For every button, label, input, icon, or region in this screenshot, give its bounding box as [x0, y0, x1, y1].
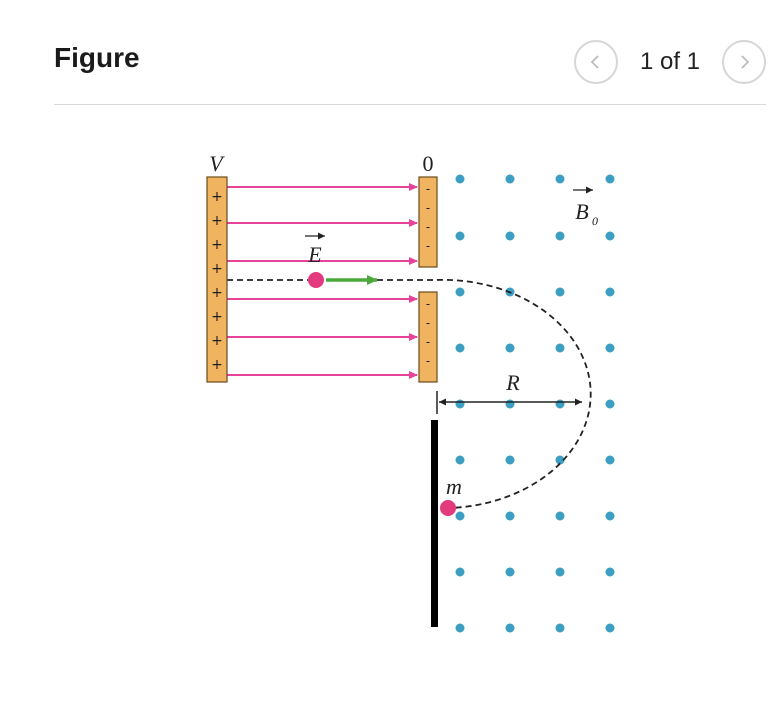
page-title: Figure [54, 42, 140, 73]
plus-sign: + [211, 309, 223, 325]
minus-sign: - [426, 201, 430, 215]
zero-label: 0 [423, 151, 434, 176]
electric-field-arrows [227, 183, 418, 379]
page-count: 1 of 1 [639, 48, 700, 75]
minus-sign: - [426, 220, 430, 234]
negative-signs: - - - - - - - - [426, 182, 430, 368]
plus-sign: + [211, 357, 223, 373]
plus-sign: + [211, 213, 223, 229]
plus-sign: + [211, 237, 223, 253]
plus-sign: + [211, 285, 223, 301]
plus-sign: + [211, 189, 223, 205]
minus-sign: - [426, 354, 430, 368]
particle-trajectory [227, 278, 592, 509]
next-button[interactable] [722, 40, 766, 84]
minus-sign: - [426, 297, 430, 311]
e-field-label: E [305, 232, 325, 267]
landing-particle [440, 500, 456, 516]
minus-sign: - [426, 335, 430, 349]
chevron-right-icon [741, 55, 750, 69]
pager: 1 of 1 [573, 40, 766, 84]
minus-sign: - [426, 316, 430, 330]
radius-label: R [505, 370, 520, 395]
plus-sign: + [211, 261, 223, 277]
e-label: E [307, 242, 322, 267]
b-label: B [575, 199, 588, 224]
b-subscript: 0 [592, 214, 598, 228]
detector-plate [431, 420, 438, 627]
b-field-label: B 0 [573, 186, 598, 228]
magnetic-field-dots [455, 174, 615, 633]
chevron-left-icon [590, 55, 599, 69]
prev-button[interactable] [573, 40, 618, 84]
charged-particle [308, 272, 324, 288]
figure-header: Figure 1 of 1 [54, 30, 766, 105]
negative-plate [418, 176, 438, 383]
positive-signs: + + + + + + + + [211, 189, 223, 373]
minus-sign: - [426, 239, 430, 253]
voltage-label: V [209, 151, 225, 176]
mass-label: m [446, 474, 462, 499]
plus-sign: + [211, 333, 223, 349]
minus-sign: - [426, 182, 430, 196]
positive-plate [206, 176, 228, 383]
radius-dimension [436, 391, 582, 414]
